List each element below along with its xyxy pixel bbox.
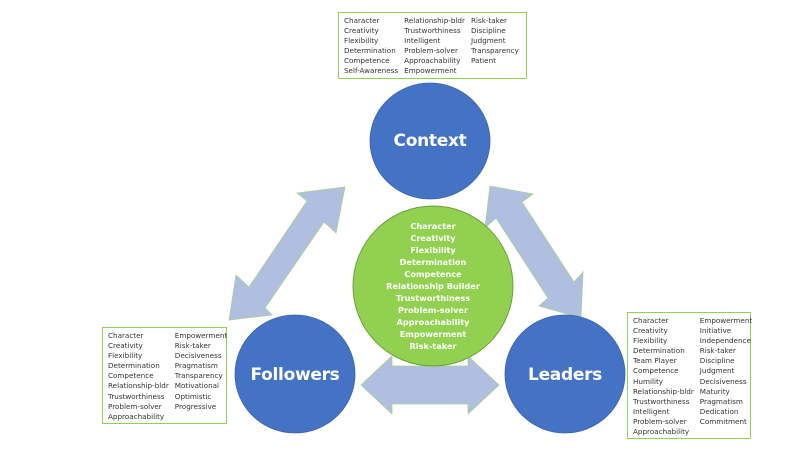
trait-item: Patient: [470, 56, 496, 66]
leaders-node: [504, 314, 626, 434]
trait-item: Risk-taker: [699, 346, 736, 356]
core-trait-item: Determination: [399, 257, 467, 267]
trait-item: Determination: [344, 46, 396, 56]
trait-item: Trustworthiness: [404, 26, 461, 36]
trait-item: Initiative: [699, 326, 732, 336]
trait-item: Competence: [633, 366, 679, 376]
trait-item: Empowerment: [699, 316, 753, 325]
trait-item: Problem-solver: [404, 46, 458, 56]
trait-item: Discipline: [699, 356, 735, 366]
arrow-context-followers: [228, 186, 346, 321]
trait-item: Approachability: [633, 427, 690, 437]
core-trait-item: Relationship Builder: [386, 281, 480, 291]
trait-item: Commitment: [699, 416, 747, 426]
core-trait-item: Character: [410, 221, 456, 231]
trait-item: Risk-taker: [470, 16, 507, 25]
trait-item: Character: [108, 331, 144, 340]
trait-item: Pragmatism: [174, 361, 218, 371]
trait-item: Dedication: [699, 406, 739, 416]
trait-item: Judgment: [470, 36, 506, 46]
trait-item: Empowerment: [404, 66, 457, 76]
trait-item: Transparency: [174, 371, 223, 381]
trait-item: Team Player: [633, 356, 677, 366]
trait-item: Independence: [699, 336, 751, 346]
trait-item: Approachability: [404, 56, 461, 66]
trait-item: Discipline: [470, 26, 506, 36]
trait-item: Competence: [344, 56, 390, 66]
core-traits-node: [352, 205, 514, 367]
followers-label: Followers: [250, 365, 340, 385]
core-trait-item: Problem-solver: [397, 305, 469, 315]
trait-item: Problem-solver: [108, 401, 162, 411]
trait-item: Decisiveness: [699, 376, 747, 386]
trait-item: Intelligent: [404, 36, 441, 46]
trait-item: Humility: [633, 376, 664, 386]
trait-item: Pragmatism: [699, 396, 743, 406]
trait-item: Creativity: [633, 326, 668, 336]
followers-node: [234, 314, 356, 434]
trait-item: Empowerment: [174, 331, 228, 340]
trait-item: Character: [344, 16, 380, 25]
core-trait-item: Creativity: [410, 233, 456, 243]
trait-item: Determination: [633, 346, 685, 356]
trait-item: Intelligent: [633, 406, 670, 416]
trait-item: Flexibility: [344, 36, 379, 46]
trait-item: Creativity: [344, 26, 379, 36]
context-node: [369, 82, 491, 200]
trait-item: Optimistic: [174, 391, 212, 401]
trait-item: Risk-taker: [174, 341, 211, 351]
trait-item: Motivational: [174, 381, 220, 391]
trait-item: Relationship-bldr: [633, 386, 694, 396]
core-trait-item: Risk-taker: [409, 341, 457, 351]
trait-item: Flexibility: [633, 336, 668, 346]
trait-item: Flexibility: [108, 351, 143, 361]
trait-item: Approachability: [108, 411, 165, 421]
trait-item: Transparency: [470, 46, 519, 56]
core-trait-item: Competence: [404, 269, 462, 279]
leaders-label: Leaders: [528, 365, 602, 385]
trait-item: Competence: [108, 371, 154, 381]
trait-item: Decisiveness: [174, 351, 222, 361]
trait-item: Character: [633, 316, 669, 325]
trait-item: Problem-solver: [633, 416, 687, 426]
trait-item: Trustworthiness: [633, 396, 690, 406]
trait-item: Maturity: [699, 386, 730, 396]
core-trait-item: Empowerment: [399, 329, 467, 339]
core-trait-item: Approachability: [396, 317, 470, 327]
trait-item: Creativity: [108, 341, 143, 351]
trait-item: Self-Awareness: [344, 66, 399, 76]
arrow-followers-leaders: [360, 355, 500, 415]
trait-item: Relationship-bldr: [404, 16, 465, 25]
trait-item: Progressive: [174, 401, 217, 411]
context-label: Context: [393, 131, 467, 151]
core-trait-item: Trustworthiness: [395, 293, 471, 303]
trait-item: Judgment: [699, 366, 735, 376]
trait-item: Relationship-bldr: [108, 381, 169, 391]
trait-item: Trustworthiness: [108, 391, 165, 401]
trait-item: Determination: [108, 361, 160, 371]
core-trait-item: Flexibility: [410, 245, 456, 255]
